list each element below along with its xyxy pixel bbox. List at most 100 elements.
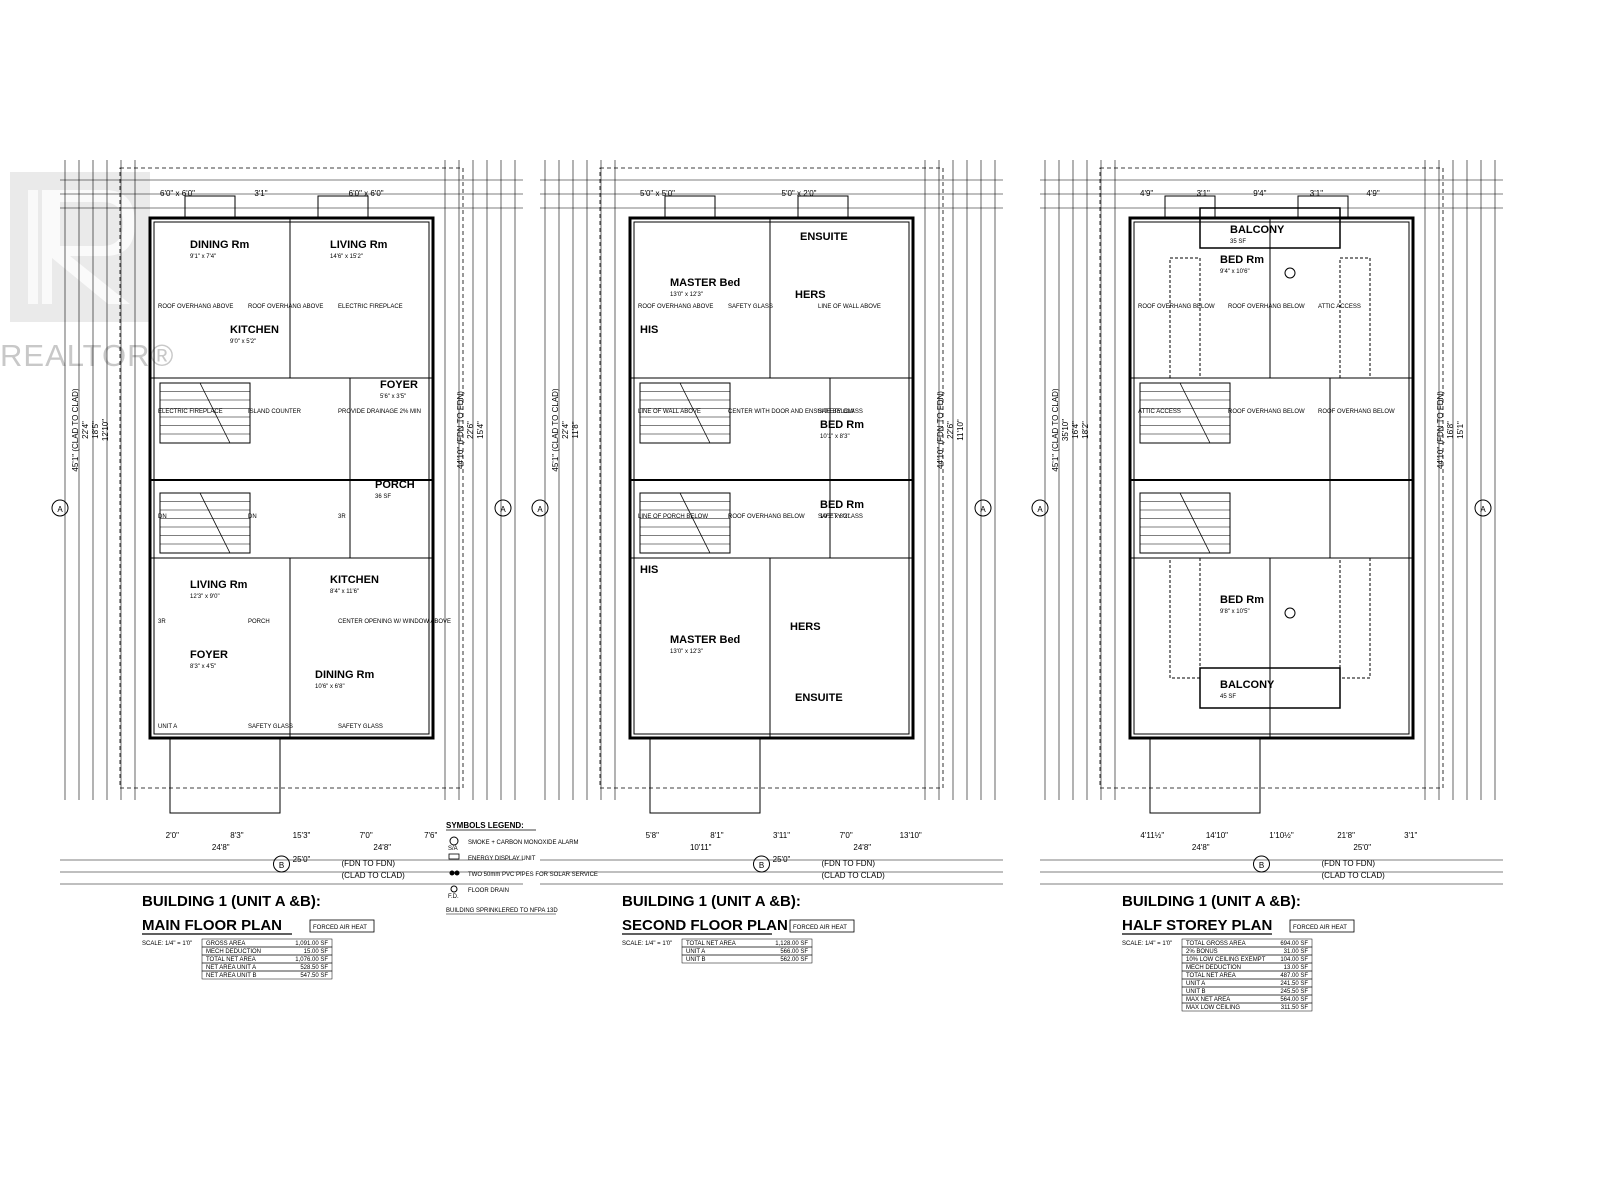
plan-annotation: ROOF OVERHANG BELOW: [1228, 409, 1305, 415]
room-size: 35 SF: [1230, 239, 1246, 245]
room-name: DINING Rm: [190, 239, 250, 251]
smoke-alarm-icon: [449, 836, 459, 846]
plan-annotation: ROOF OVERHANG BELOW: [728, 514, 805, 520]
side-dimension: 22'6": [946, 421, 955, 439]
bay-outline: [184, 195, 236, 219]
room-name: KITCHEN: [230, 324, 279, 336]
room-name: BED Rm: [820, 499, 864, 511]
exterior-wall: [1128, 216, 1415, 740]
room-size: 12'3" x 9'0": [190, 594, 220, 600]
interior-wall-line: [1133, 221, 1410, 735]
side-dimension: 11'8": [571, 421, 580, 438]
sheet-title: BUILDING 1 (UNIT A &B):: [622, 893, 801, 910]
plan-annotation: SAFETY GLASS: [728, 304, 773, 310]
plan-name: HALF STOREY PLAN: [1122, 917, 1272, 934]
plan-annotation: UNIT A: [158, 724, 177, 730]
area-value: 31.00 SF: [1284, 949, 1309, 955]
interior-wall-line: [153, 221, 430, 735]
side-dimension: 45'1" (CLAD TO CLAD): [1051, 388, 1060, 472]
room-size: 13'0" x 12'3": [670, 649, 703, 655]
area-label: TOTAL NET AREA: [686, 941, 736, 947]
plan-annotation: PORCH: [248, 619, 270, 625]
scale-note: SCALE: 1/4" = 1'0": [142, 941, 192, 947]
low-ceiling-hatch: [1169, 557, 1201, 679]
plan-annotation: ELECTRIC FIREPLACE: [338, 304, 403, 310]
stair-arrow: [1179, 492, 1211, 554]
side-dimension: 22'4": [81, 421, 90, 439]
room-name: MASTER Bed: [670, 634, 740, 646]
top-dimension: 9'4": [1253, 189, 1266, 198]
room-name: FOYER: [380, 379, 418, 391]
dimension-note: (FDN TO FDN): [822, 859, 876, 868]
side-dimension: 12'10": [101, 419, 110, 441]
legend-label: FLOOR DRAIN: [468, 888, 509, 894]
low-ceiling-hatch: [1169, 257, 1201, 379]
low-ceiling-hatch: [1339, 557, 1371, 679]
area-value: 564.00 SF: [1280, 997, 1308, 1003]
room-name: BALCONY: [1220, 679, 1275, 691]
top-dimension: 3'1": [254, 189, 267, 198]
grid-marker: [51, 499, 69, 517]
bottom-dimension: 7'6": [424, 831, 437, 840]
grid-marker-label: A: [500, 505, 506, 514]
area-value: 1,076.00 SF: [295, 957, 328, 963]
side-dimension: 15'1": [1456, 421, 1465, 439]
side-dimension: 45'1" (CLAD TO CLAD): [71, 388, 80, 472]
bottom-dimension: 13'10": [900, 831, 922, 840]
area-value: 487.00 SF: [1280, 973, 1308, 979]
room-name: DINING Rm: [315, 669, 375, 681]
legend-label: ENERGY DISPLAY UNIT: [468, 856, 536, 862]
grid-marker: [1474, 499, 1492, 517]
plan-annotation: DN: [158, 514, 167, 520]
side-dimension: 22'6": [466, 421, 475, 439]
pvc-pipe-icon: [454, 870, 460, 876]
exterior-wall: [628, 216, 915, 740]
bay-outline: [664, 195, 716, 219]
room-name: KITCHEN: [330, 574, 379, 586]
area-table-cell: [201, 970, 333, 980]
legend-note: BUILDING SPRINKLERED TO NFPA 13D: [446, 908, 558, 914]
room-name: BED Rm: [820, 419, 864, 431]
stair-block: [159, 382, 251, 444]
smoke-alarm-icon: [1284, 607, 1296, 619]
area-label: TOTAL NET AREA: [1186, 973, 1236, 979]
porch-outline: [169, 737, 281, 814]
bottom-dimension: 3'1": [1404, 831, 1417, 840]
bay-outline: [1297, 195, 1349, 219]
bay-outline: [797, 195, 849, 219]
area-value: 245.50 SF: [1280, 989, 1308, 995]
balcony-outline: [1199, 667, 1341, 709]
room-size: 10'1" x 8'2": [820, 514, 850, 520]
room-size: 45 SF: [1220, 694, 1236, 700]
room-name: BALCONY: [1230, 224, 1285, 236]
area-label: MECH DEDUCTION: [206, 949, 261, 955]
grid-marker: [494, 499, 512, 517]
top-dimension: 6'0" x 6'0": [349, 189, 384, 198]
legend-symbol: F.D.: [448, 894, 459, 900]
room-name: FOYER: [190, 649, 228, 661]
area-value: 104.00 SF: [1280, 957, 1308, 963]
area-table-cell: [681, 954, 813, 964]
scale-note: SCALE: 1/4" = 1'0": [622, 941, 672, 947]
stair-arrow: [679, 382, 711, 444]
porch-outline: [1149, 737, 1261, 814]
plan-annotation: DN: [248, 514, 257, 520]
smoke-alarm-icon: [1284, 267, 1296, 279]
room-name: ENSUITE: [795, 692, 843, 704]
interior-wall-line: [633, 221, 910, 735]
top-dimension: 6'0" x 6'0": [160, 189, 195, 198]
bottom-dimension: 25'0": [773, 855, 791, 864]
scale-note: SCALE: 1/4" = 1'0": [1122, 941, 1172, 947]
room-name: LIVING Rm: [330, 239, 388, 251]
plan-annotation: SAFETY GLASS: [248, 724, 293, 730]
plan-annotation: ELECTRIC FIREPLACE: [158, 409, 223, 415]
top-dimension: 4'9": [1140, 189, 1153, 198]
bottom-dimension: 3'11": [773, 831, 790, 840]
area-value: 566.00 SF: [780, 949, 808, 955]
area-value: 562.00 SF: [780, 957, 808, 963]
grid-marker-label: B: [759, 861, 764, 870]
bay-outline: [317, 195, 369, 219]
side-dimension: 18'5": [91, 421, 100, 439]
room-size: 36 SF: [375, 494, 391, 500]
stair-block: [639, 382, 731, 444]
